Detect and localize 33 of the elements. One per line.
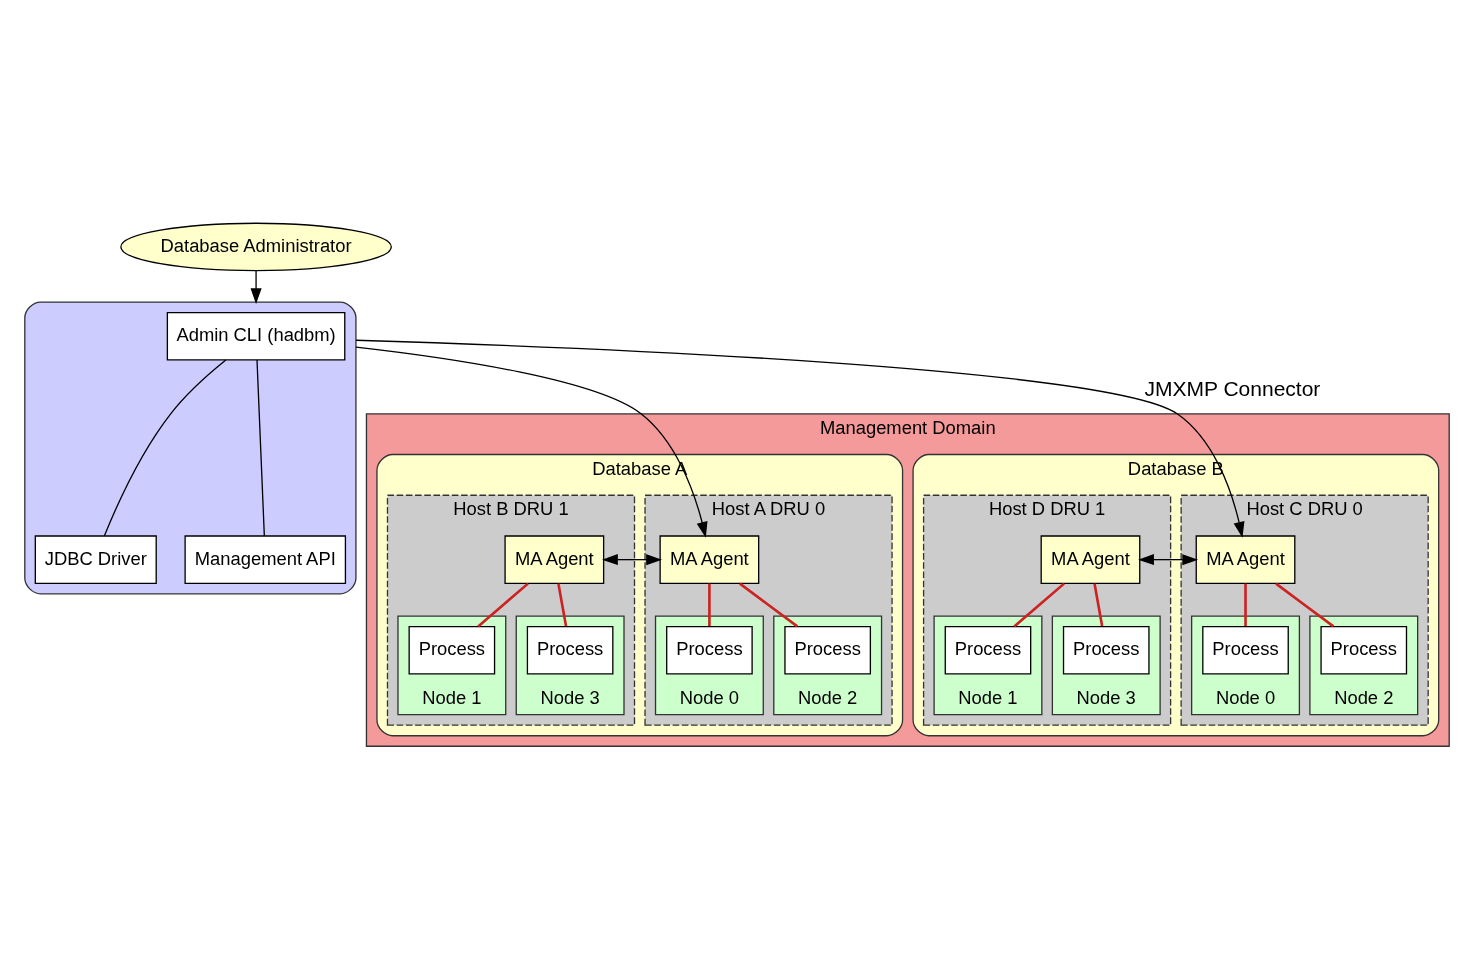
node-box: Process	[408, 626, 496, 675]
node-box: Process	[784, 626, 872, 675]
node-ellipse: Database Administrator	[120, 222, 392, 272]
node-box: Process	[526, 626, 614, 675]
connector	[1013, 582, 1065, 628]
node-box: MA Agent	[504, 535, 605, 584]
node-box: Admin CLI (hadbm)	[166, 311, 346, 361]
node-box: Process	[944, 626, 1032, 675]
connector	[557, 583, 568, 627]
connector	[1093, 583, 1104, 627]
connector	[256, 359, 265, 537]
node-box: MA Agent	[659, 535, 760, 584]
connector	[1275, 582, 1335, 628]
node-box: MA Agent	[1040, 535, 1141, 584]
node-box: Process	[1320, 626, 1408, 675]
connector	[1244, 583, 1247, 627]
node-box: JDBC Driver	[34, 535, 157, 584]
connector	[708, 583, 711, 627]
node-box: Management API	[184, 535, 347, 584]
edge-label: JMXMP Connector	[1144, 377, 1321, 401]
node-box: Process	[1062, 626, 1150, 675]
node-box: Process	[1202, 626, 1289, 675]
node-box: Process	[666, 626, 753, 675]
connector	[103, 359, 227, 537]
cluster	[24, 301, 357, 595]
connector	[477, 582, 529, 628]
arrow	[355, 346, 708, 538]
arrow	[250, 270, 262, 305]
arrow	[1138, 554, 1199, 566]
node-box: MA Agent	[1195, 535, 1296, 584]
connector	[739, 582, 799, 628]
arrow	[602, 554, 662, 566]
arrow	[355, 339, 1245, 538]
